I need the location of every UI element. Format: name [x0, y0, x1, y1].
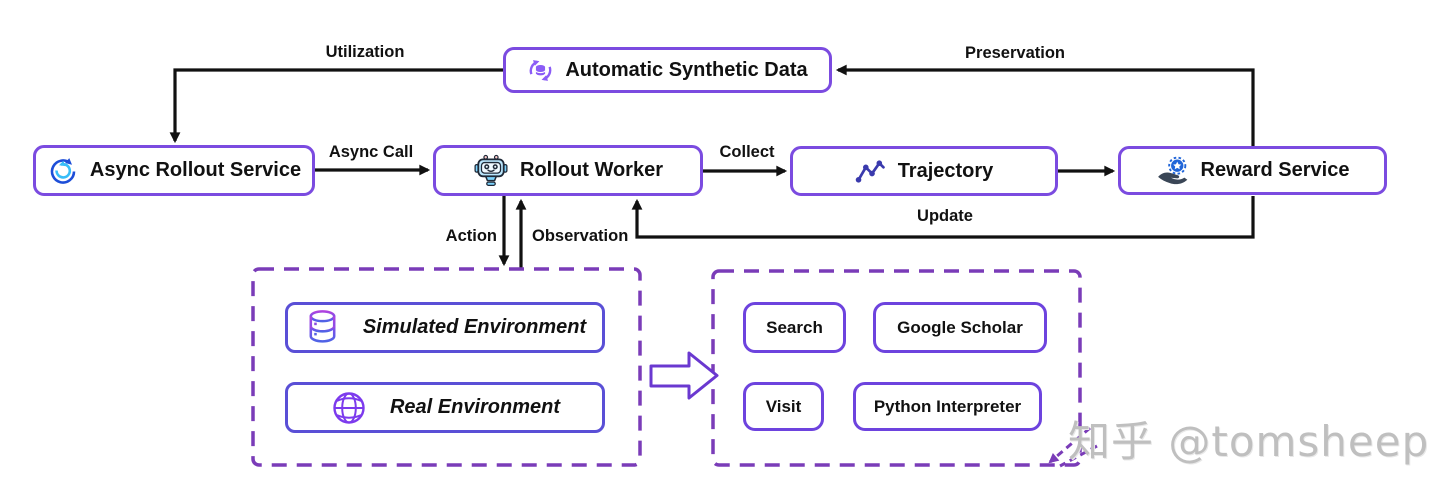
reward-badge-hand-icon: [1156, 156, 1190, 186]
trajectory-chart-icon: [855, 158, 887, 185]
environment-group-box: [251, 267, 642, 467]
node-label: Reward Service: [1200, 159, 1350, 181]
tool-python-interpreter: Python Interpreter: [853, 382, 1042, 431]
tools-group-box: [711, 269, 1082, 467]
node-rollout-worker: Rollout Worker: [433, 145, 703, 196]
edge-label-observation: Observation: [532, 227, 629, 245]
tool-label: Google Scholar: [897, 317, 1023, 337]
node-trajectory: Trajectory: [790, 146, 1058, 196]
node-simulated-environment: Simulated Environment: [285, 302, 605, 353]
synthetic-data-cycle-icon: [527, 57, 554, 84]
edge-label-async-call: Async Call: [328, 143, 414, 161]
node-label: Trajectory: [897, 159, 994, 182]
edge-label-collect: Collect: [719, 143, 775, 161]
edge-label-utilization: Utilization: [325, 43, 405, 61]
node-async-rollout-service: Async Rollout Service: [33, 145, 315, 196]
block-arrow-right: [649, 351, 719, 400]
edge-utilization: [169, 68, 503, 144]
node-reward-service: Reward Service: [1118, 146, 1387, 195]
node-label: Real Environment: [389, 396, 561, 418]
database-icon: [304, 308, 341, 347]
edge-label-update: Update: [917, 207, 973, 225]
async-refresh-icon: [47, 155, 79, 187]
node-real-environment: Real Environment: [285, 382, 605, 433]
watermark-text: 知乎 @tomsheep: [1068, 417, 1430, 466]
tool-google-scholar: Google Scholar: [873, 302, 1047, 353]
globe-icon: [330, 389, 368, 427]
node-label: Automatic Synthetic Data: [565, 58, 808, 81]
tool-label: Python Interpreter: [873, 396, 1022, 416]
node-label: Simulated Environment: [362, 316, 587, 338]
edge-label-action: Action: [445, 227, 497, 245]
robot-icon: [473, 154, 509, 187]
edge-label-preservation: Preservation: [965, 44, 1065, 62]
node-automatic-synthetic-data: Automatic Synthetic Data: [503, 47, 832, 93]
tool-visit: Visit: [743, 382, 824, 431]
node-label: Async Rollout Service: [89, 159, 302, 181]
tool-label: Search: [766, 317, 823, 337]
tool-label: Visit: [765, 396, 802, 416]
tool-search: Search: [743, 302, 846, 353]
edge-preservation: [835, 64, 1255, 146]
node-label: Rollout Worker: [520, 159, 663, 181]
